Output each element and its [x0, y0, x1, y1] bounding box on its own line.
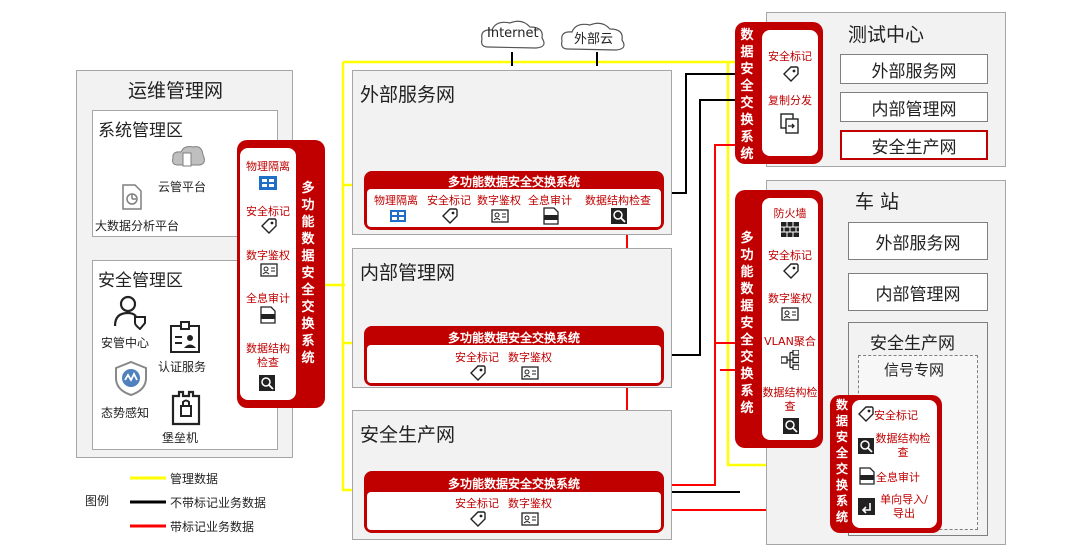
cloud-platform-label: 云管平台 — [158, 180, 207, 194]
legend-swatches — [130, 476, 166, 528]
left-exchange-item-audit: 全息审计 — [246, 292, 290, 305]
vlan-aggregation-icon — [781, 350, 799, 370]
legend-item-mgmt: 管理数据 — [170, 472, 219, 486]
safe-production-title: 安全生产网 — [360, 424, 456, 446]
safe-production-item-auth: 数字鉴权 — [508, 497, 552, 510]
audit-log-icon — [543, 207, 559, 225]
system-management-title: 系统管理区 — [98, 121, 183, 141]
security-center-label: 安管中心 — [101, 336, 150, 350]
test-center-title: 测试中心 — [848, 24, 925, 46]
ops-management-title: 运维管理网 — [128, 80, 224, 102]
situation-awareness-label: 态势感知 — [101, 406, 150, 420]
signal-exchange-vertical-label: 数据安全交换系统 — [835, 398, 848, 524]
external-exchange-title: 多功能数据安全交换系统 — [447, 175, 580, 189]
structure-check-icon — [858, 438, 874, 454]
big-data-analysis-icon — [122, 184, 142, 210]
external-item-auth: 数字鉴权 — [477, 194, 521, 207]
station-title: 车 站 — [855, 191, 900, 213]
audit-log-icon — [859, 467, 875, 485]
internal-exchange-title: 多功能数据安全交换系统 — [447, 331, 580, 345]
tag-icon — [470, 365, 486, 381]
digital-auth-icon — [521, 366, 539, 380]
physical-isolation-icon — [259, 176, 277, 190]
left-exchange-item-isolation: 物理隔离 — [246, 160, 290, 173]
structure-check-icon — [783, 418, 799, 434]
internal-item-tag: 安全标记 — [455, 351, 499, 364]
external-item-audit: 全息审计 — [528, 194, 572, 207]
internal-management-title: 内部管理网 — [360, 262, 456, 284]
left-exchange-vertical-label: 多功能数据安全交换系统 — [301, 181, 315, 366]
left-exchange-item-auth: 数字鉴权 — [246, 249, 290, 262]
internal-exchange-panel — [367, 345, 661, 383]
digital-auth-icon — [491, 209, 509, 223]
left-exchange-item-tag: 安全标记 — [246, 205, 290, 218]
bastion-host-label: 堡垒机 — [162, 431, 199, 445]
legend-item-marked: 带标记业务数据 — [170, 520, 255, 534]
external-item-struct: 数据结构检查 — [585, 194, 651, 207]
auth-service-icon — [170, 321, 200, 353]
bastion-host-icon — [171, 390, 201, 426]
station-net-internal: 内部管理网 — [848, 273, 988, 311]
tag-icon — [261, 218, 277, 234]
one-way-import-export-icon — [858, 498, 875, 515]
external-cloud-icon — [561, 22, 625, 51]
station-exchange-item-auth: 数字鉴权 — [768, 292, 812, 305]
station-exchange-item-vlan: VLAN聚合 — [764, 335, 816, 348]
audit-log-icon — [260, 306, 276, 324]
station-net-external: 外部服务网 — [848, 222, 988, 260]
signal-exchange-item-struct: 数据结构检查 — [875, 432, 931, 459]
station-exchange-vertical-label: 多功能数据安全交换系统 — [740, 231, 754, 416]
test-net-safe-production: 安全生产网 — [840, 130, 988, 160]
security-center-icon — [113, 295, 146, 330]
safe-production-item-tag: 安全标记 — [455, 497, 499, 510]
signal-exchange-item-tag: 安全标记 — [874, 409, 918, 422]
cloud-platform-icon — [172, 146, 205, 167]
station-safe-production-title: 安全生产网 — [870, 334, 955, 354]
digital-auth-icon — [781, 307, 799, 321]
internal-item-auth: 数字鉴权 — [508, 351, 552, 364]
test-exchange-item-copy: 复制分发 — [768, 94, 812, 107]
tag-icon — [858, 406, 874, 422]
station-exchange-panel — [762, 198, 818, 440]
left-exchange-item-struct: 数据结构检查 — [246, 342, 290, 369]
signal-exchange-item-audit: 全息审计 — [876, 471, 920, 484]
internet-cloud-icon — [481, 20, 545, 49]
test-net-external: 外部服务网 — [840, 54, 988, 84]
left-exchange-panel — [240, 148, 296, 400]
test-exchange-panel — [762, 30, 818, 156]
test-exchange-vertical-label: 数据安全交换系统 — [740, 28, 754, 162]
tag-icon — [442, 208, 458, 224]
signal-net-title: 信号专网 — [884, 361, 945, 379]
copy-distribute-icon — [780, 113, 799, 134]
firewall-icon — [781, 222, 799, 237]
digital-auth-icon — [521, 512, 539, 526]
test-exchange-item-tag: 安全标记 — [768, 50, 812, 63]
external-service-title: 外部服务网 — [360, 84, 456, 106]
cloud-label-external: 外部云 — [574, 32, 614, 47]
safe-production-exchange-title: 多功能数据安全交换系统 — [447, 477, 580, 491]
external-item-isolation: 物理隔离 — [374, 194, 418, 207]
external-item-tag: 安全标记 — [427, 194, 471, 207]
safe-production-exchange-panel — [367, 492, 661, 530]
structure-check-icon — [259, 375, 275, 391]
physical-isolation-icon — [390, 210, 406, 222]
big-data-analysis-label: 大数据分析平台 — [95, 219, 180, 233]
station-exchange-item-tag: 安全标记 — [768, 249, 812, 262]
station-exchange-item-firewall: 防火墙 — [773, 207, 807, 220]
legend-item-unmarked: 不带标记业务数据 — [170, 496, 267, 510]
auth-service-label: 认证服务 — [158, 360, 207, 374]
cloud-label-internet: Internet — [487, 26, 539, 41]
tag-icon — [470, 511, 486, 527]
test-net-internal: 内部管理网 — [840, 92, 988, 122]
security-management-title: 安全管理区 — [98, 271, 183, 291]
tag-icon — [783, 66, 799, 82]
digital-auth-icon — [260, 263, 278, 277]
station-exchange-item-struct: 数据结构检查 — [762, 386, 818, 413]
structure-check-icon — [611, 208, 627, 224]
situation-awareness-icon — [115, 360, 147, 396]
legend-title: 图例 — [85, 494, 110, 508]
signal-exchange-item-oneway: 单向导入/导出 — [880, 493, 928, 520]
tag-icon — [783, 263, 799, 279]
